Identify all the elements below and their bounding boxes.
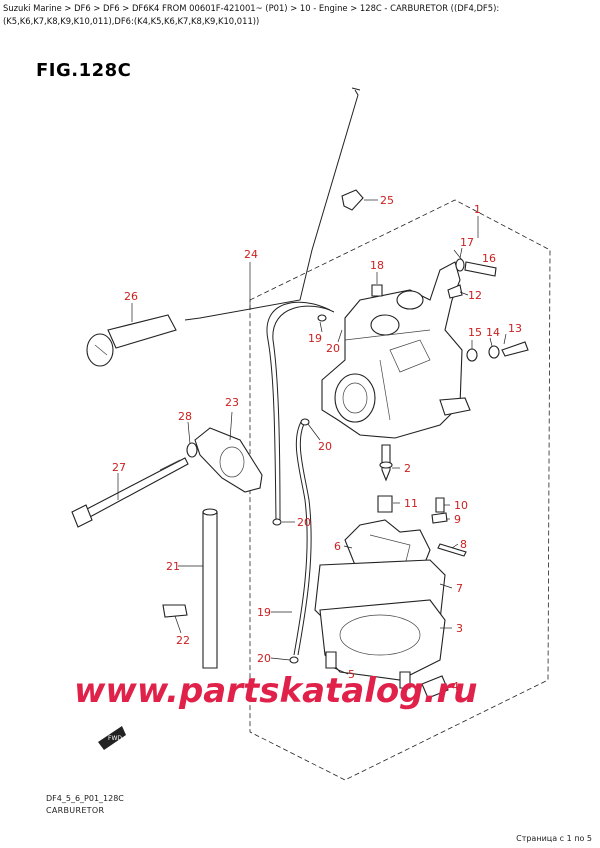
part-13-15-idle-screw	[466, 341, 529, 362]
callout-17: 17	[460, 236, 474, 249]
callout-8: 8	[460, 538, 467, 551]
part-19-hose-upper-b	[272, 305, 335, 521]
part-23-gasket	[194, 427, 263, 493]
part-24-rod-end	[351, 87, 361, 91]
callout-21: 21	[166, 560, 180, 573]
callout-22: 22	[176, 634, 190, 647]
callout-18: 18	[370, 259, 384, 272]
part-19-hose-lower-b	[297, 419, 312, 656]
part-24-rod	[184, 89, 359, 321]
part-8-float-pin	[437, 543, 467, 557]
part-19-hose-lower	[293, 419, 308, 656]
part-12-screw	[447, 284, 463, 299]
callout-5: 5	[348, 668, 355, 681]
part-22-clamp	[162, 604, 188, 618]
breadcrumb: Suzuki Marine > DF6 > DF6 > DF6K4 FROM 0…	[3, 3, 500, 26]
part-5-screw	[325, 651, 337, 669]
part-10-float-needle	[435, 497, 445, 513]
part-5-screw-b	[399, 671, 411, 689]
callout-19-a: 19	[308, 332, 322, 345]
callout-20-c: 20	[297, 516, 311, 529]
part-4-drain-screw	[421, 675, 449, 699]
callout-13: 13	[508, 322, 522, 335]
callout-28: 28	[178, 410, 192, 423]
callout-6: 6	[334, 540, 341, 553]
callout-27: 27	[112, 461, 126, 474]
callout-20-b: 20	[318, 440, 332, 453]
page-counter: Страница с 1 по 5	[516, 834, 592, 843]
callout-4: 4	[452, 680, 459, 693]
callout-25: 25	[380, 194, 394, 207]
assembly-frame	[249, 199, 551, 781]
part-27-bolt	[71, 457, 189, 528]
callout-1: 1	[474, 203, 481, 216]
carburetor-body	[321, 261, 471, 439]
figure-caption: CARBURETOR	[46, 806, 105, 815]
callout-7: 7	[456, 582, 463, 595]
callout-24: 24	[244, 248, 258, 261]
callout-23: 23	[225, 396, 239, 409]
part-25-clip	[341, 189, 364, 211]
figure-title: FIG.128C	[36, 60, 132, 81]
part-16-17-pilot-screw	[455, 258, 497, 277]
callout-15: 15	[468, 326, 482, 339]
leader-lines	[117, 199, 507, 687]
callout-20-d: 20	[257, 652, 271, 665]
callout-11: 11	[404, 497, 418, 510]
watermark: www.partskatalog.ru	[74, 671, 478, 711]
fwd-arrow-icon: FWD	[98, 726, 126, 750]
part-20-clip-a	[317, 314, 327, 322]
part-18-screw	[371, 284, 383, 297]
part-26-knob	[86, 314, 177, 367]
part-28-washer	[186, 442, 198, 458]
callout-10: 10	[454, 499, 468, 512]
part-3-float-chamber	[319, 599, 446, 681]
callout-20-a: 20	[326, 342, 340, 355]
part-19-hose-upper	[266, 301, 331, 521]
callout-9: 9	[454, 513, 461, 526]
part-20-clip-c	[272, 518, 282, 526]
part-9-clip	[431, 512, 448, 524]
part-11-main-jet	[377, 495, 393, 513]
callout-14: 14	[486, 326, 500, 339]
part-2-needle-jet	[379, 444, 393, 482]
fwd-label: FWD	[108, 735, 122, 742]
callout-16: 16	[482, 252, 496, 265]
callout-2: 2	[404, 462, 411, 475]
part-20-clip-d	[289, 656, 299, 664]
drawing-code: DF4_5_6_P01_128C	[46, 794, 124, 803]
part-20-clip-b	[300, 418, 310, 426]
callout-12: 12	[468, 289, 482, 302]
part-21-pipe	[202, 508, 218, 669]
callout-3: 3	[456, 622, 463, 635]
callout-26: 26	[124, 290, 138, 303]
callout-19-b: 19	[257, 606, 271, 619]
